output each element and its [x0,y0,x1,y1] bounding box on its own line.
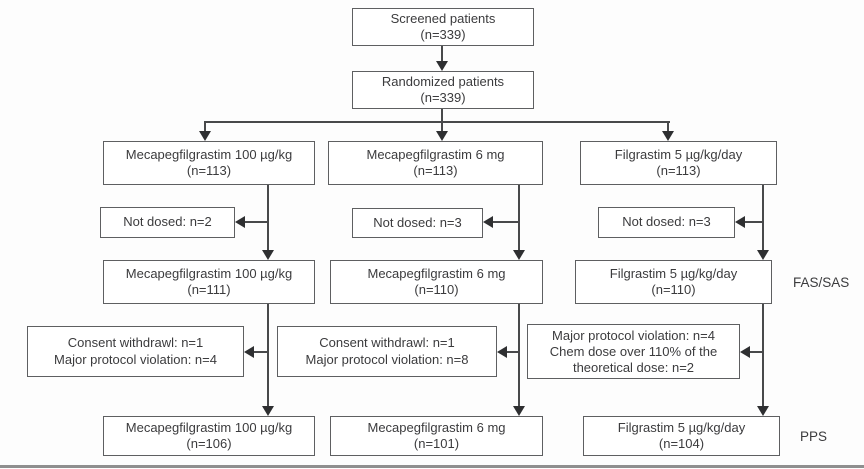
node-fas-meca100: Mecapegfilgrastim 100 µg/kg (n=111) [103,260,315,304]
node-pps-meca100-label: Mecapegfilgrastim 100 µg/kg [125,419,293,435]
node-fas-meca6: Mecapegfilgrastim 6 mg (n=110) [330,260,543,304]
line-fas1-pps1 [267,304,269,407]
line-fas2-pps2 [518,304,520,407]
arrowhead-down [513,250,525,260]
node-fas-filgrastim-count: (n=110) [651,282,696,297]
arrowhead-left [244,346,254,358]
node-excl-filgrastim-line3: theoretical dose: n=2 [572,359,695,375]
label-pps: PPS [800,429,828,444]
arrowhead-down [662,131,674,141]
node-randomized-label: Randomized patients [381,73,505,89]
node-excl-filgrastim: Major protocol violation: n=4 Chem dose … [527,324,740,379]
node-pps-meca6: Mecapegfilgrastim 6 mg (n=101) [330,416,543,456]
line-arm1-fas1 [267,185,269,251]
node-pps-meca100-count: (n=106) [186,436,232,451]
node-excl-filgrastim-line2: Chem dose over 110% of the [549,343,718,359]
node-screened-label: Screened patients [390,10,496,26]
line-branch-withdraw3 [750,351,764,353]
node-arm-filgrastim: Filgrastim 5 µg/kg/day (n=113) [580,141,777,185]
node-excl-meca6: Consent withdrawl: n=1 Major protocol vi… [277,326,497,377]
node-randomized-count: (n=339) [420,90,466,105]
arrowhead-down [262,250,274,260]
node-fas-filgrastim-label: Filgrastim 5 µg/kg/day [609,265,738,281]
arrowhead-left [483,216,493,228]
arrowhead-down [436,61,448,71]
node-notdosed-meca6-label: Not dosed: n=3 [373,214,462,230]
node-arm-filgrastim-label: Filgrastim 5 µg/kg/day [614,146,743,162]
node-pps-filgrastim-label: Filgrastim 5 µg/kg/day [617,419,746,435]
node-arm-meca6: Mecapegfilgrastim 6 mg (n=113) [328,141,543,185]
node-pps-filgrastim: Filgrastim 5 µg/kg/day (n=104) [583,416,780,456]
line-fas3-pps3 [762,304,764,407]
line-branch-withdraw2 [507,351,520,353]
node-notdosed-filgrastim: Not dosed: n=3 [598,207,735,238]
label-fas-sas: FAS/SAS [793,275,850,290]
node-screened: Screened patients (n=339) [352,8,534,46]
node-excl-meca100: Consent withdrawl: n=1 Major protocol vi… [27,326,244,377]
node-arm-meca100-count: (n=113) [186,163,232,178]
line-arm3-fas3 [762,185,764,251]
line-randomized-split [441,109,443,123]
node-arm-meca6-count: (n=113) [413,163,458,178]
arrowhead-down [757,250,769,260]
arrowhead-down [199,131,211,141]
line-arm2-fas2 [518,185,520,251]
node-excl-meca100-line1: Consent withdrawl: n=1 [67,335,204,350]
node-excl-meca6-line2: Major protocol violation: n=8 [305,351,469,367]
node-pps-meca6-count: (n=101) [413,436,460,451]
node-screened-count: (n=339) [420,27,466,42]
line-branch-notdosed2 [493,221,520,223]
line-branch-notdosed3 [745,221,764,223]
node-arm-filgrastim-count: (n=113) [656,163,701,178]
arrowhead-down [513,406,525,416]
node-excl-filgrastim-line1: Major protocol violation: n=4 [552,327,715,343]
line-split-right [667,121,669,132]
node-fas-meca100-count: (n=111) [187,282,231,297]
node-excl-meca6-line1: Consent withdrawl: n=1 [319,335,455,350]
line-screened-randomized [441,46,443,62]
line-split-middle [441,121,443,132]
line-branch-notdosed1 [245,221,269,223]
node-arm-meca6-label: Mecapegfilgrastim 6 mg [366,146,505,162]
arrowhead-left [235,216,245,228]
node-fas-meca6-count: (n=110) [414,282,459,297]
arrowhead-down [757,406,769,416]
arrowhead-down [262,406,274,416]
arrowhead-down [436,131,448,141]
arrowhead-left [497,346,507,358]
node-notdosed-meca100: Not dosed: n=2 [100,207,235,238]
node-arm-meca100: Mecapegfilgrastim 100 µg/kg (n=113) [103,141,315,185]
arrowhead-left [735,216,745,228]
node-pps-filgrastim-count: (n=104) [658,436,705,451]
node-pps-meca6-label: Mecapegfilgrastim 6 mg [367,419,506,435]
node-fas-filgrastim: Filgrastim 5 µg/kg/day (n=110) [575,260,772,304]
node-excl-meca100-line2: Major protocol violation: n=4 [54,351,217,367]
node-fas-meca100-label: Mecapegfilgrastim 100 µg/kg [125,265,293,281]
node-fas-meca6-label: Mecapegfilgrastim 6 mg [367,265,506,281]
line-branch-withdraw1 [254,351,269,353]
node-randomized: Randomized patients (n=339) [352,71,534,109]
line-split-horizontal [204,121,670,123]
node-notdosed-meca100-label: Not dosed: n=2 [123,214,212,230]
node-arm-meca100-label: Mecapegfilgrastim 100 µg/kg [125,146,293,162]
node-notdosed-meca6: Not dosed: n=3 [352,208,483,238]
line-split-left [204,121,206,132]
arrowhead-left [740,346,750,358]
node-notdosed-filgrastim-label: Not dosed: n=3 [622,214,711,230]
node-pps-meca100: Mecapegfilgrastim 100 µg/kg (n=106) [103,416,315,456]
bottom-rule [0,465,864,468]
